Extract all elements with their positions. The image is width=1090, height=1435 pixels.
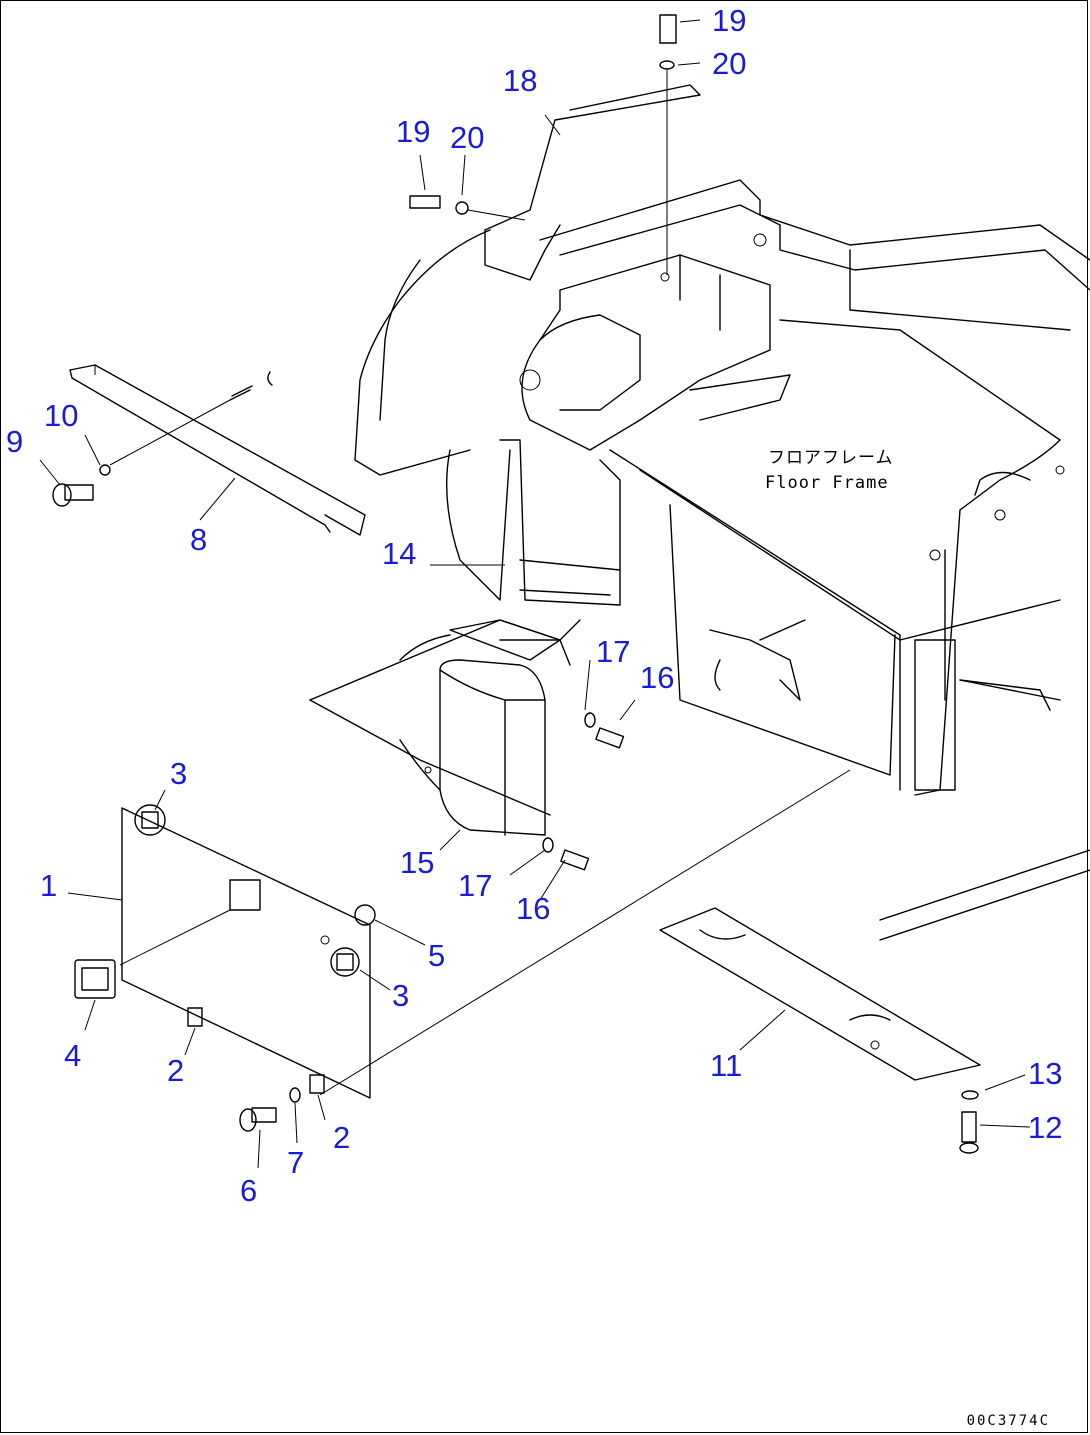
part-8-rail [69,364,366,536]
screws-19 [409,14,677,275]
leader-lines [67,19,1031,1169]
duct-assembly [354,84,791,606]
callout-3: 3 [392,978,410,1013]
floor-plate [309,619,581,816]
floor-frame-label-en: Floor Frame [765,473,889,493]
callout-17: 17 [596,634,631,669]
bolts-16 [542,712,625,871]
callout-16: 16 [640,660,675,695]
callout-14: 14 [382,536,417,571]
callout-10: 10 [44,398,79,433]
callout-12: 12 [1028,1110,1063,1145]
part-11-plate [659,907,981,1081]
callout-20: 20 [450,120,485,155]
callout-20: 20 [712,46,747,81]
part-1-panel [74,769,851,1099]
drawing-code: 00C3774C [966,1413,1050,1429]
callout-17: 17 [458,868,493,903]
callout-3: 3 [170,756,188,791]
floor-frame [539,179,1090,941]
callout-1: 1 [40,868,58,903]
callout-18: 18 [503,63,538,98]
callout-19: 19 [712,3,747,38]
callout-11: 11 [710,1048,743,1083]
callout-8: 8 [190,522,208,557]
callout-15: 15 [400,845,435,880]
callout-19: 19 [396,114,431,149]
callout-9: 9 [6,424,24,459]
callout-13: 13 [1028,1056,1063,1091]
bolt-9 [39,434,111,507]
callout-4: 4 [64,1038,82,1073]
callout-6: 6 [240,1173,258,1208]
callout-16: 16 [516,891,551,926]
part-15-cover [399,634,546,836]
bolt-12 [959,1090,979,1154]
bolt-6 [239,1087,301,1132]
callout-2: 2 [333,1120,351,1155]
floor-frame-label-jp: フロアフレーム [768,448,894,468]
callout-7: 7 [287,1145,305,1180]
callout-2: 2 [167,1053,185,1088]
callout-5: 5 [428,938,446,973]
